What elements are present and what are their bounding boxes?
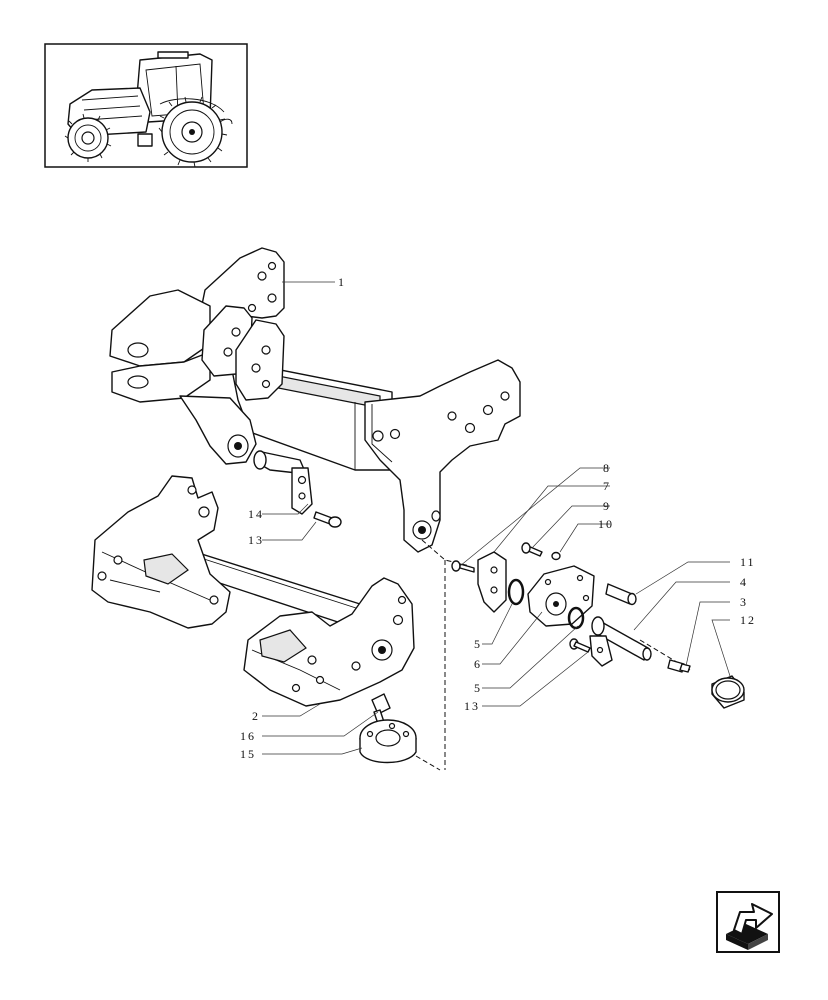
callout-4: 4 <box>740 575 748 589</box>
bolt-13-upper <box>313 511 342 528</box>
bolt-13-lower <box>569 638 591 653</box>
leader-lines <box>262 281 731 755</box>
bolt-8 <box>451 560 475 573</box>
callout-labels: 1 14 13 8 7 9 10 11 4 3 12 5 6 5 13 2 16… <box>240 275 756 761</box>
grease-fitting-3 <box>667 659 691 673</box>
o-ring-5-left <box>507 578 525 606</box>
callout-2: 2 <box>252 709 260 723</box>
callout-11: 11 <box>740 555 756 569</box>
callout-1: 1 <box>338 275 346 289</box>
callout-10: 10 <box>598 517 614 531</box>
bolt-9 <box>521 542 543 557</box>
flange-6 <box>527 565 595 627</box>
callout-5-upper: 5 <box>474 637 482 651</box>
pivot-pin-with-plate <box>253 450 313 515</box>
next-page-arrow-icon <box>726 903 773 950</box>
part-1-front-support-frame <box>109 247 521 553</box>
washer-10 <box>551 551 561 561</box>
callout-15: 15 <box>240 747 256 761</box>
callout-9: 9 <box>603 499 611 513</box>
pivot-shaft-4 <box>589 616 652 667</box>
callout-16: 16 <box>240 729 256 743</box>
callout-13-upper: 13 <box>248 533 264 547</box>
callout-7: 7 <box>603 479 611 493</box>
callout-6: 6 <box>474 657 482 671</box>
next-page-button[interactable] <box>716 891 780 953</box>
alignment-line-top <box>421 539 471 567</box>
cap-12 <box>711 675 745 709</box>
sleeve-pin-11 <box>605 583 637 606</box>
alignment-line-hub <box>415 755 441 771</box>
callout-14: 14 <box>248 507 264 521</box>
callout-12: 12 <box>740 613 756 627</box>
part-2-axle-carrier <box>91 475 415 707</box>
tractor-icon <box>64 51 233 168</box>
tractor-thumbnail <box>44 43 248 168</box>
callout-13-lower: 13 <box>464 699 480 713</box>
callout-8: 8 <box>603 461 611 475</box>
flange-hub-15 <box>359 719 417 764</box>
lock-plate-7 <box>477 551 507 613</box>
callout-5-lower: 5 <box>474 681 482 695</box>
callout-3: 3 <box>740 595 748 609</box>
